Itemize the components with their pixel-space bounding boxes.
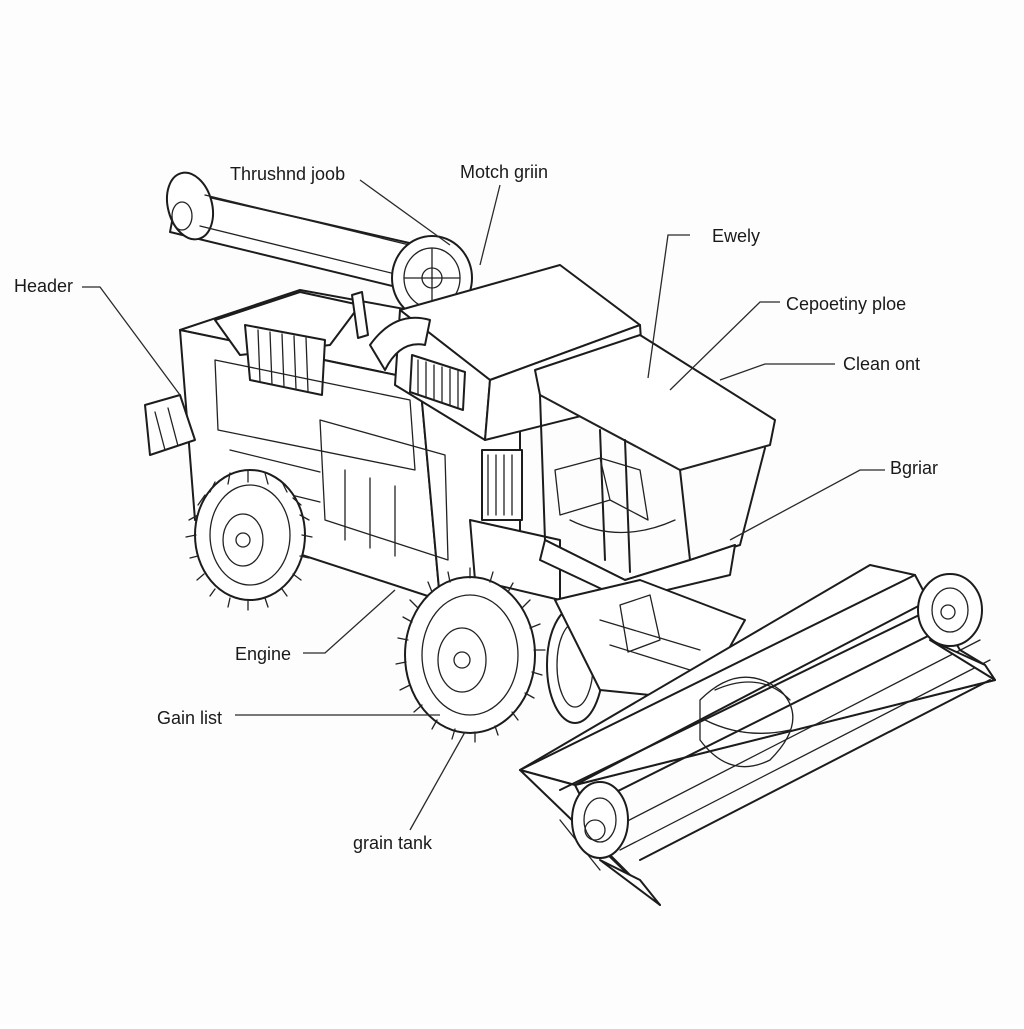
label-thrushnd-joob: Thrushnd joob [230,164,345,184]
label-motch-griin: Motch griin [460,162,548,182]
rear-wheel [185,469,313,611]
label-clean-ont: Clean ont [843,354,920,374]
label-grain-tank: grain tank [353,833,433,853]
label-bgriar: Bgriar [890,458,938,478]
front-wheel [395,567,546,743]
leader-lines [82,179,885,831]
label-header: Header [14,276,73,296]
label-gain-list: Gain list [157,708,222,728]
operator-cab [534,334,776,601]
header-platform [519,564,996,906]
label-cepoetiny-ploe: Cepoetiny ploe [786,294,906,314]
label-ewely: Ewely [712,226,760,246]
label-engine: Engine [235,644,291,664]
